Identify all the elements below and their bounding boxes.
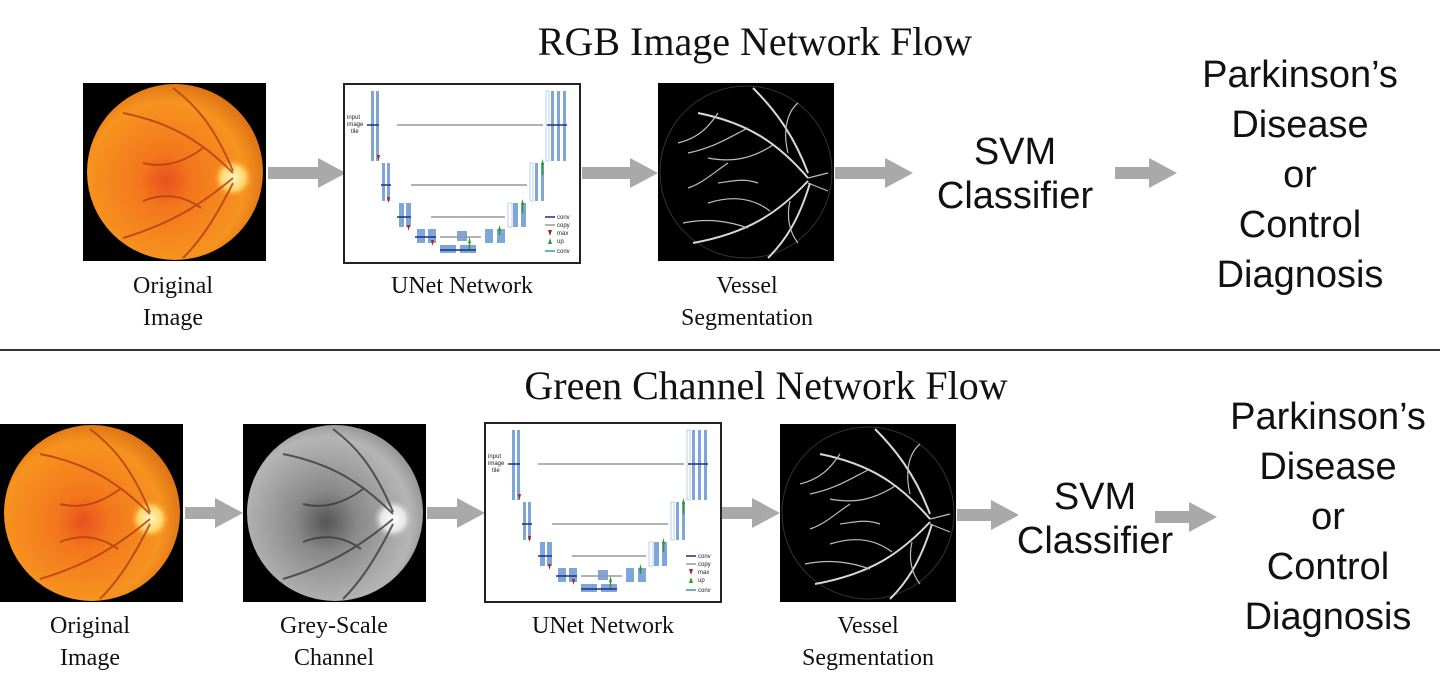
section-divider [0,349,1440,351]
original-fundus-image [0,424,183,602]
outcome-line: Control [1266,546,1390,588]
flow-arrow [1155,502,1217,532]
caption-line: Grey-Scale [280,613,388,639]
unet-legend-item: up [698,578,705,584]
grey-scale-channel-image [243,424,426,602]
unet-legend-item: conv [557,215,570,221]
vessel-segmentation-image [780,424,956,602]
flow-arrow [268,158,346,188]
unet-legend-item: up [557,239,564,245]
outcome-line: or [1283,154,1317,196]
outcome-line: Disease [1259,446,1397,488]
unet-network-diagram: input image tile conv copy max up conv [484,422,722,603]
caption-line: Vessel [716,273,778,299]
outcome-line: Diagnosis [1216,254,1384,296]
flow-title-green: Green Channel Network Flow [524,363,1008,408]
unet-input-label: image [347,122,364,128]
unet-input-label: tile [492,468,500,474]
unet-input-label: input [488,454,501,460]
unet-legend-item: max [557,231,568,237]
outcome-line: Parkinson’s [1202,54,1398,96]
flow-arrow [957,500,1019,530]
caption-original-image-top: Original Image [93,270,253,334]
caption-original-image-bottom: Original Image [10,610,170,674]
flow-title-rgb: RGB Image Network Flow [537,19,973,64]
unet-legend-item: conv [698,588,711,594]
svm-line: SVM [1053,476,1137,518]
svm-line: Classifier [1016,520,1174,562]
caption-line: Original [133,273,213,299]
unet-input-label: image [488,461,505,467]
caption-line: Channel [294,645,374,671]
flow-arrow [582,158,658,188]
outcome-label-bottom: Parkinson’s Disease or Control Diagnosis [1218,392,1438,642]
unet-input-label: tile [351,129,359,135]
caption-vessel-top: Vessel Segmentation [647,270,847,334]
caption-grey-scale: Grey-Scale Channel [254,610,414,674]
original-fundus-image [83,83,266,261]
vessel-segmentation-image [658,83,834,261]
caption-vessel-bottom: Vessel Segmentation [768,610,968,674]
unet-legend-item: conv [557,249,570,255]
flow-arrow [835,158,913,188]
unet-legend-item: copy [557,223,570,229]
caption-line: Image [143,305,203,331]
svm-line: Classifier [936,175,1094,217]
caption-line: Vessel [837,613,899,639]
outcome-line: Disease [1231,104,1369,146]
outcome-line: Control [1238,204,1362,246]
caption-unet-top: UNet Network [391,273,533,299]
caption-line: Image [60,645,120,671]
flow-arrow [185,498,243,528]
outcome-line: Parkinson’s [1230,396,1426,438]
svm-classifier-label-top: SVM Classifier [920,130,1110,218]
caption-line: Segmentation [802,645,934,671]
svm-classifier-label-bottom: SVM Classifier [1000,475,1190,563]
flow-arrow [1115,158,1177,188]
caption-line: Segmentation [681,305,813,331]
flow-arrow [427,498,485,528]
svm-line: SVM [973,131,1057,173]
flow-arrow [722,498,780,528]
outcome-line: Diagnosis [1244,596,1412,638]
unet-input-label: input [347,115,360,121]
caption-line: Original [50,613,130,639]
unet-network-diagram: input image tile conv copy max up conv [343,83,581,264]
unet-legend-item: copy [698,562,711,568]
caption-unet-bottom: UNet Network [532,613,674,639]
unet-legend-item: conv [698,554,711,560]
unet-legend-item: max [698,570,709,576]
outcome-line: or [1311,496,1345,538]
outcome-label-top: Parkinson’s Disease or Control Diagnosis [1190,50,1410,300]
